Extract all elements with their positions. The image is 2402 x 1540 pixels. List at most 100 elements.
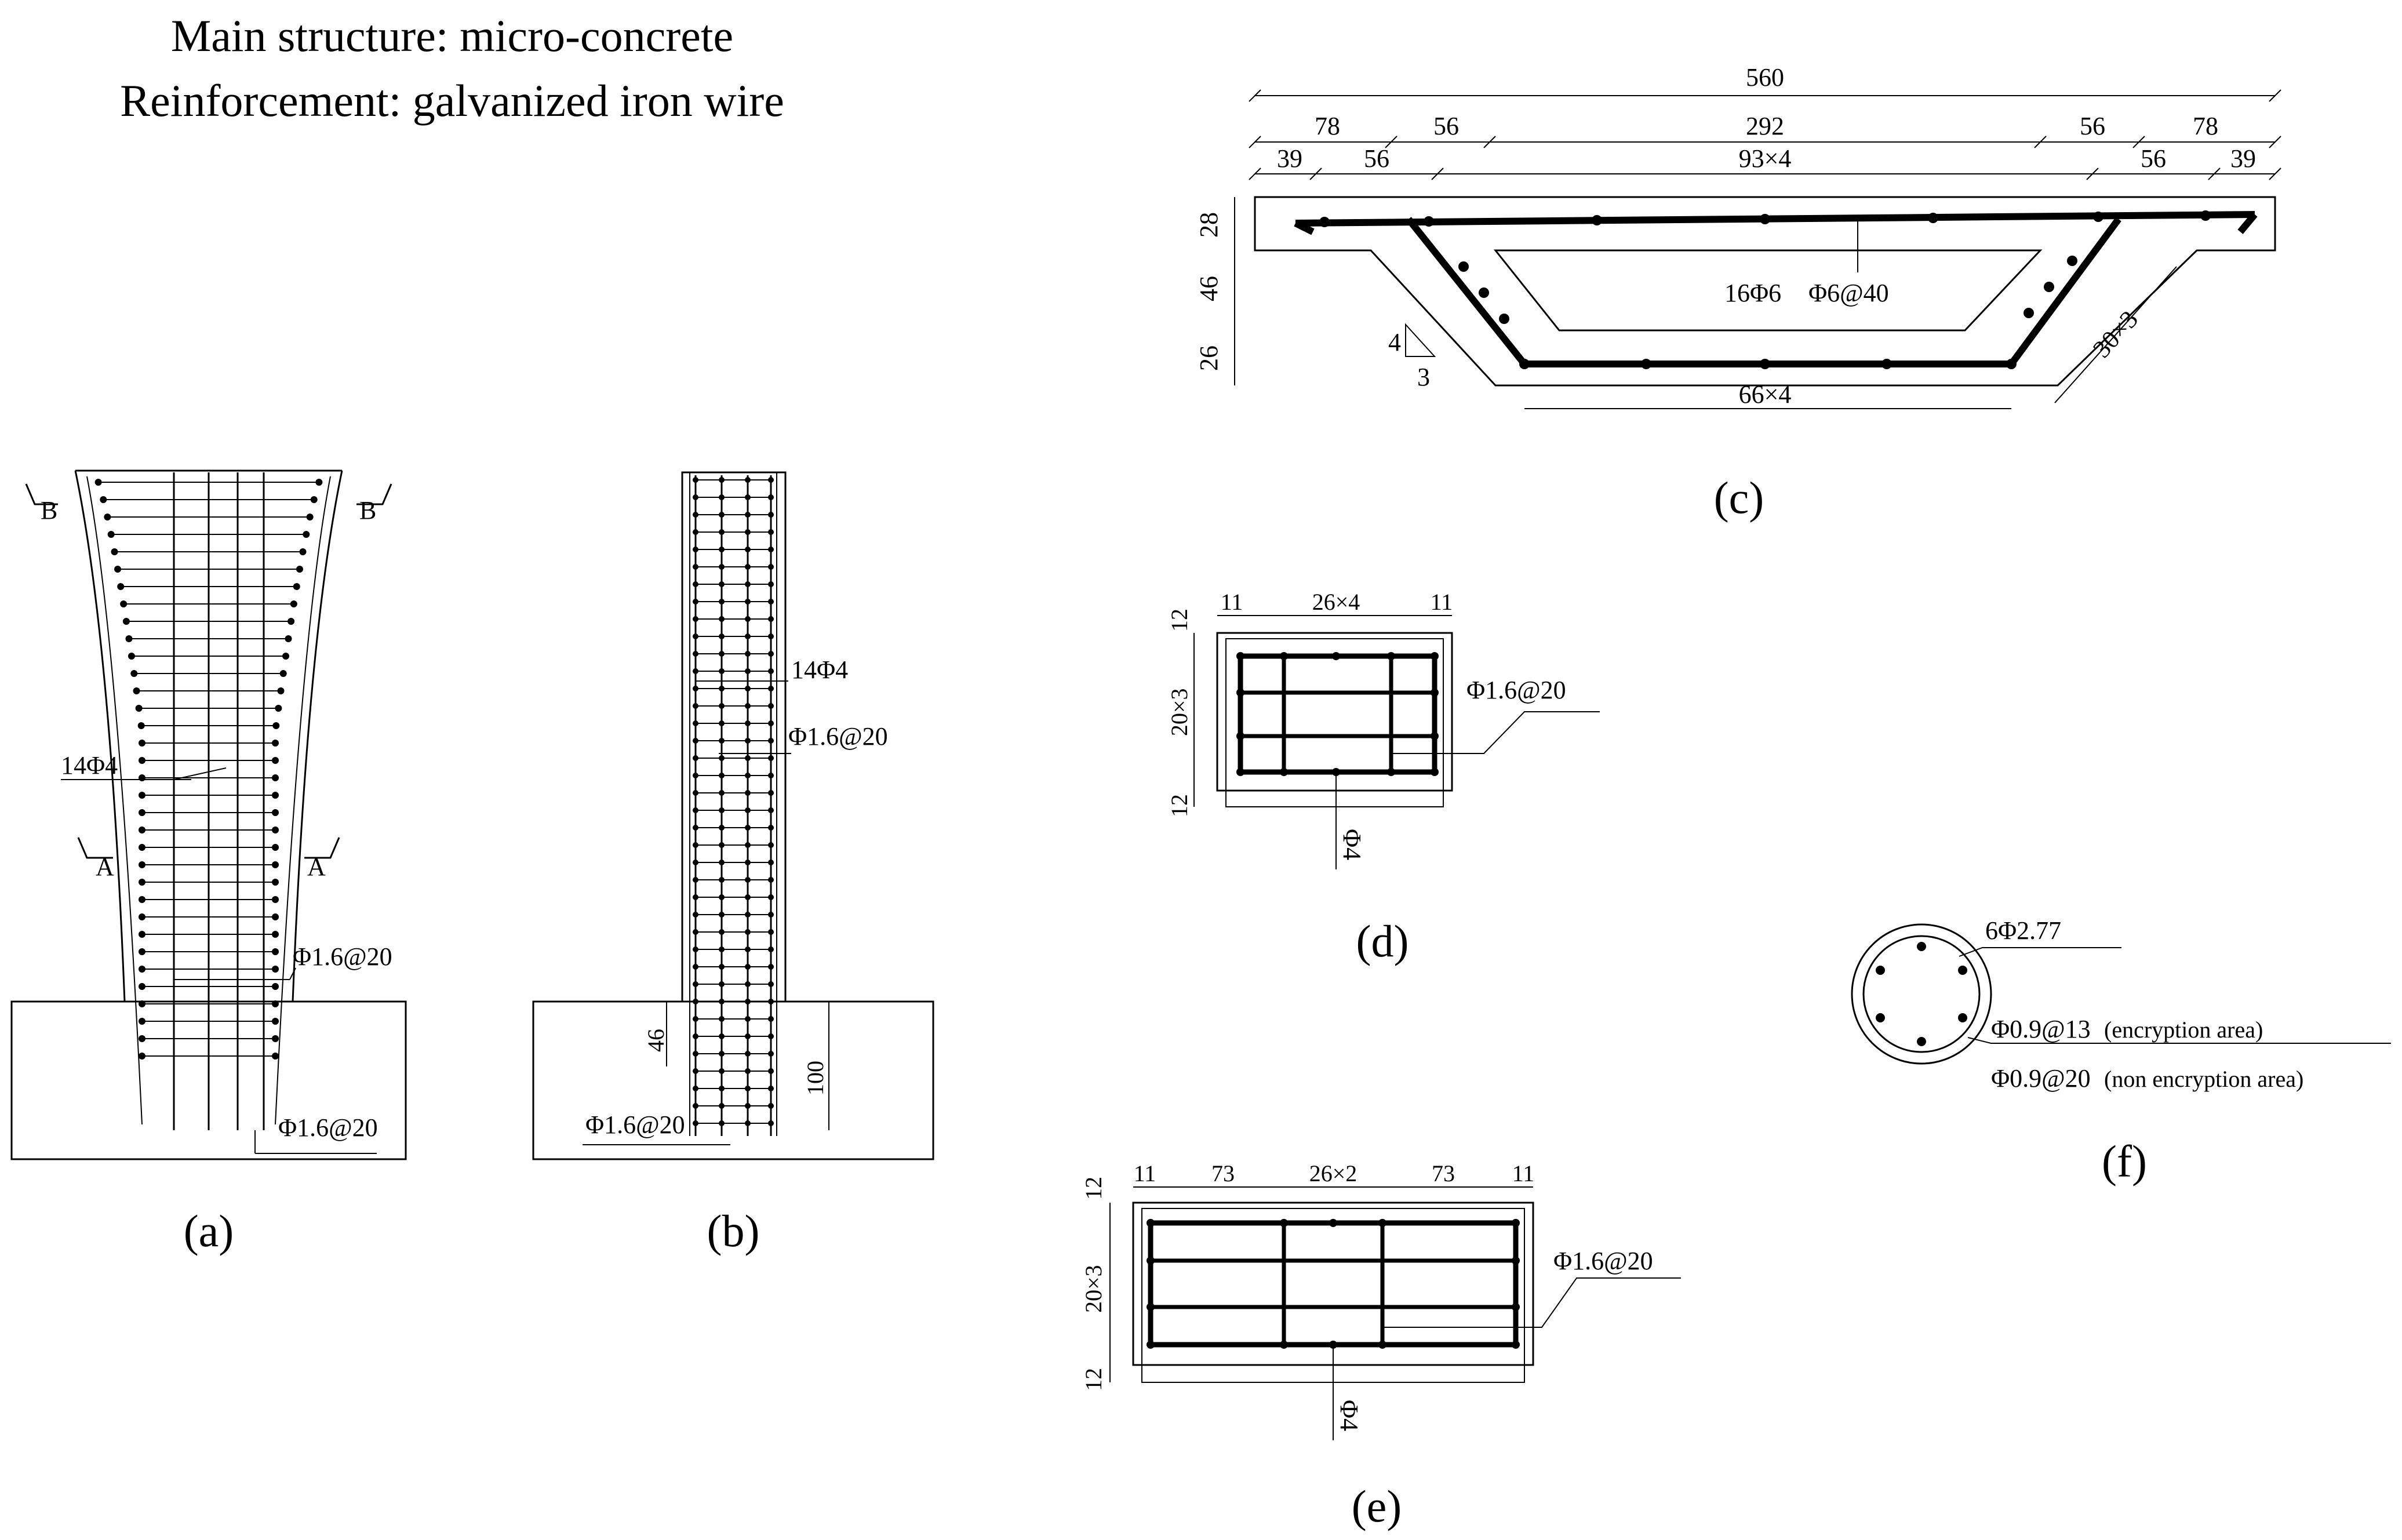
panel-b-label-stirrup: Φ1.6@20: [788, 722, 888, 751]
panel-b-bar-dot: [768, 755, 774, 761]
panel-b-bar-dot: [768, 773, 774, 778]
panel-a-bar-dot: [139, 1000, 145, 1007]
panel-a-leader-long-bar-tick: [173, 767, 227, 780]
panel-a-section-b-left: B: [41, 496, 57, 525]
panel-a-bar-dot: [111, 548, 118, 555]
panel-b-bar-dot: [745, 494, 751, 500]
panel-c-bar-dot: [2067, 256, 2077, 266]
panel-f-label-stirrup-enc: Φ0.9@13: [1991, 1015, 2091, 1043]
panel-b-bar-dot: [693, 686, 698, 691]
panel-d-bar-dot: [1280, 652, 1288, 660]
panel-a-section-b-right: B: [359, 496, 376, 525]
panel-a-caption: (a): [184, 1206, 234, 1256]
panel-b-bar-dot: [768, 686, 774, 691]
panel-f-leader-bars: [1959, 947, 2121, 957]
panel-a-bar-dot: [275, 705, 282, 712]
panel-b-bar-dot: [745, 581, 751, 587]
panel-a-bar-dot: [122, 618, 130, 625]
panel-b-bar-dot: [693, 912, 698, 918]
panel-e-dim-20x3: 20×3: [1080, 1265, 1107, 1313]
panel-b-bar-dot: [745, 1086, 751, 1091]
panel-b-bar-dot: [693, 860, 698, 865]
panel-d-dim-11-right: 11: [1431, 589, 1453, 615]
panel-a-bar-dot: [139, 966, 145, 973]
panel-e-bar-dot: [1512, 1257, 1520, 1265]
panel-b-bar-dot: [719, 1051, 725, 1057]
panel-b-bar-dot: [745, 807, 751, 813]
panel-c-bar-dot: [2200, 210, 2211, 221]
panel-b-bar-dot: [693, 616, 698, 622]
panel-b-bar-dot: [719, 877, 725, 883]
panel-a-cover-left: [86, 476, 143, 1125]
panel-d-bar-dot: [1236, 732, 1244, 740]
panel-b-bar-dot: [719, 599, 725, 605]
panel-c-box-girder-section: 560 78 56 292 56 78 39 56 93×4 56 39 16Φ…: [1195, 63, 2281, 523]
panel-b-bar-dot: [768, 494, 774, 500]
panel-b-bar-dot: [719, 616, 725, 622]
panel-c-dim-tick: [1483, 136, 1496, 148]
panel-c-dim-tick: [2269, 89, 2281, 102]
panel-e-dim-73-right: 73: [1432, 1160, 1455, 1186]
panel-b-bar-dot: [745, 616, 751, 622]
panel-d-bar-dot: [1332, 652, 1340, 660]
panel-b-bar-dot: [745, 981, 751, 987]
panel-b-bar-dot: [768, 616, 774, 622]
panel-a-bar-dot: [94, 479, 102, 486]
panel-e-bar-dot: [1147, 1341, 1155, 1349]
panel-a-bar-dot: [114, 566, 122, 573]
panel-e-bar-dot: [1280, 1219, 1288, 1227]
panel-c-slope-triangle: [1405, 323, 1436, 357]
panel-e-bar-dot: [1147, 1257, 1155, 1265]
panel-b-bar-dot: [693, 529, 698, 535]
panel-a-column-right-edge: [292, 470, 343, 1002]
panel-a-label-stirrup-lower: Φ1.6@20: [278, 1113, 378, 1142]
panel-a-bar-dot: [310, 496, 318, 503]
panel-a-bar-dot: [139, 827, 145, 833]
panel-b-bar-dot: [719, 929, 725, 935]
panel-a-bar-dot: [139, 861, 145, 868]
panel-a-bar-dot: [272, 757, 279, 764]
panel-c-dim-66x4: 66×4: [1739, 380, 1792, 409]
panel-c-dim-78-left: 78: [1315, 112, 1340, 140]
panel-a-section-mark-a-right: [304, 837, 340, 859]
panel-c-hook-left: [1294, 220, 1315, 235]
panel-b-bar-dot: [768, 894, 774, 900]
panel-b-bar-dot: [768, 651, 774, 657]
panel-a-bar-dot: [139, 931, 145, 938]
panel-c-dim-292: 292: [1746, 112, 1784, 140]
panel-c-dim-tick: [2269, 168, 2281, 180]
panel-c-label-bars: 16Φ6: [1724, 279, 1781, 307]
panel-b-bar-dot: [719, 755, 725, 761]
panel-c-bar-dot: [1592, 215, 1602, 225]
panel-c-bar-dot: [1881, 359, 1892, 369]
panel-b-bar-dot: [693, 755, 698, 761]
header-line-2: Reinforcement: galvanized iron wire: [120, 75, 784, 126]
panel-b-bar-dot: [719, 547, 725, 552]
panel-b-bar-dot: [719, 1016, 725, 1022]
panel-f-spiral: [1862, 935, 1981, 1053]
panel-d-cover-line: [1225, 638, 1444, 807]
panel-b-bar-dot: [745, 564, 751, 570]
panel-b-bar-dot: [693, 790, 698, 796]
panel-a-bar-dot: [272, 931, 279, 938]
panel-a-bar-dot: [139, 1053, 145, 1060]
panel-c-bar-dot: [1519, 359, 1530, 369]
panel-b-bar-dot: [745, 825, 751, 831]
panel-c-dim-28: 28: [1195, 212, 1223, 238]
panel-a-bar-dot: [139, 913, 145, 920]
panel-b-bar-dot: [693, 964, 698, 970]
panel-b-bar-dot: [745, 668, 751, 674]
panel-b-bar-dot: [768, 860, 774, 865]
panel-b-bar-dot: [745, 529, 751, 535]
panel-c-dim-tick: [1249, 136, 1261, 148]
panel-e-label-stirrup: Φ1.6@20: [1553, 1247, 1653, 1275]
panel-b-bar-dot: [745, 720, 751, 726]
panel-a-bar-dot: [293, 583, 300, 590]
panel-e-wide-rect-section: 11 73 26×2 73 11 12 20×3 12 Φ1.6@20 Φ4 (…: [1080, 1160, 1681, 1531]
panel-a-bar-dot: [306, 514, 314, 520]
panel-b-bar-dot: [745, 1016, 751, 1022]
panel-e-stirrup-outer: [1148, 1220, 1519, 1348]
panel-c-dim-26: 26: [1195, 345, 1223, 371]
panel-b-bar-dot: [745, 477, 751, 483]
